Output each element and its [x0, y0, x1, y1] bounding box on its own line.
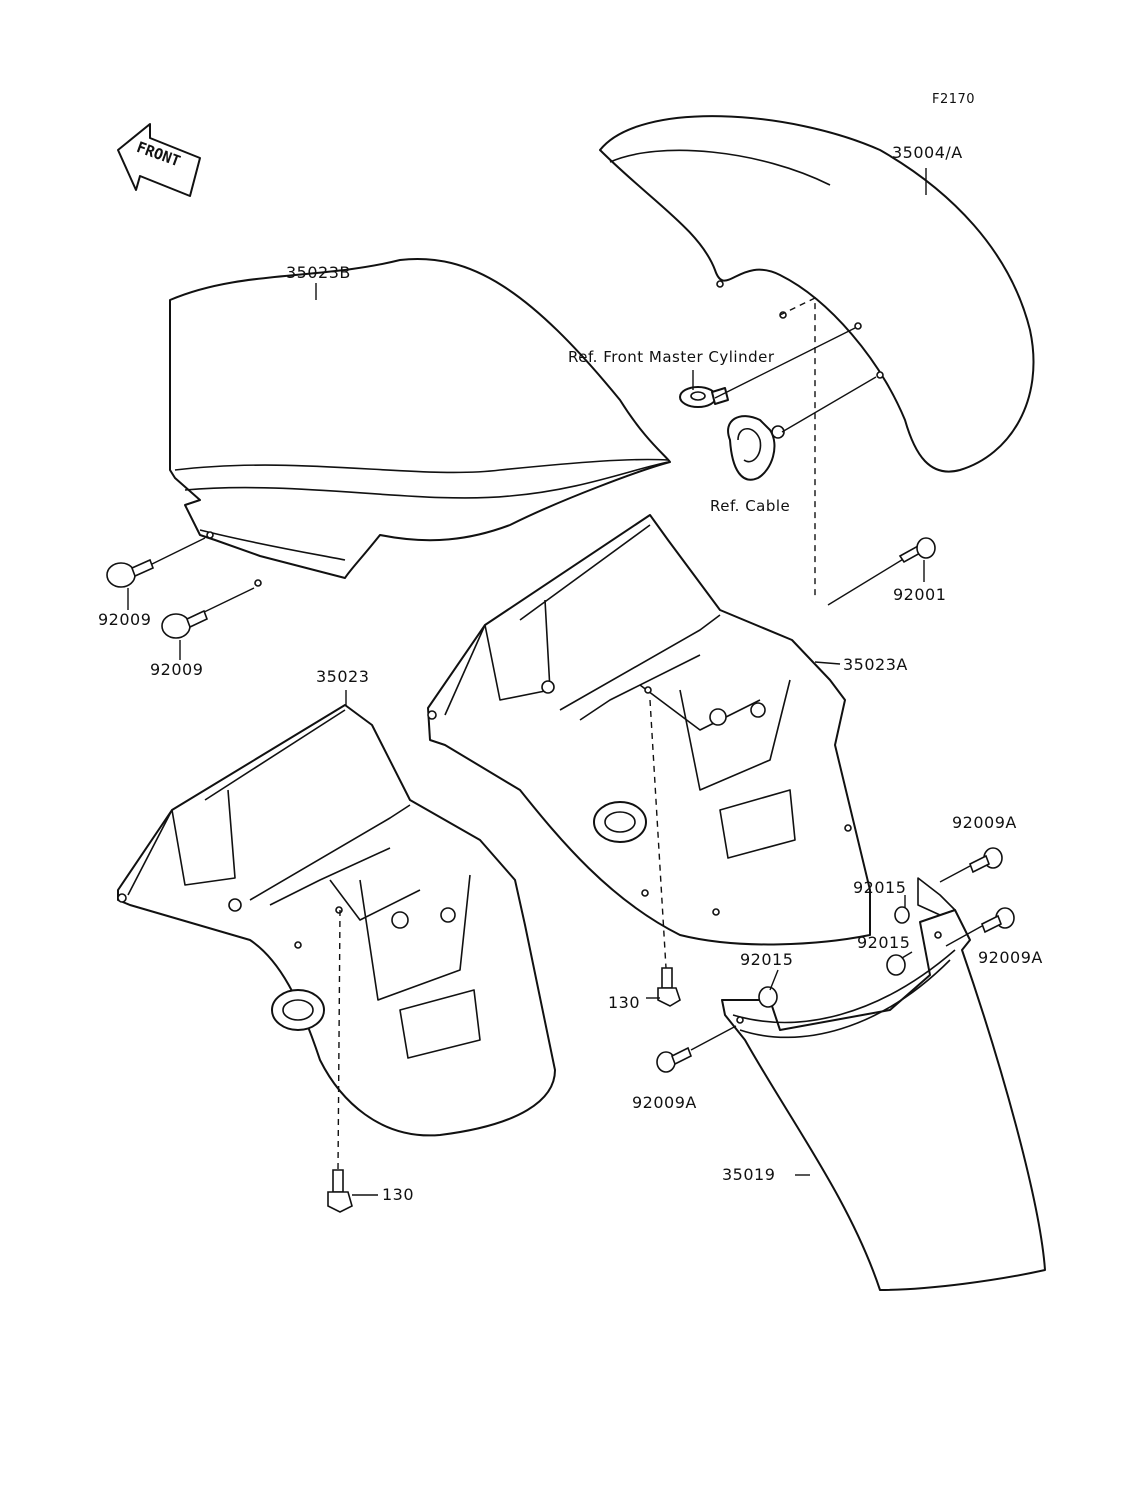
label-92009-lower: 92009 — [150, 660, 204, 679]
front-arrow-icon: FRONT — [117, 123, 201, 197]
screw-92009a-right — [945, 907, 1015, 947]
label-130-bottom: 130 — [382, 1185, 415, 1204]
cable-guide — [727, 415, 785, 481]
label-130-mid: 130 — [608, 993, 641, 1012]
label-92009a-left: 92009A — [632, 1093, 697, 1112]
label-92015-c: 92015 — [857, 933, 911, 952]
label-35023a: 35023A — [843, 655, 908, 674]
screw-92009a-top — [939, 847, 1003, 883]
label-92015-b: 92015 — [853, 878, 907, 897]
label-35023: 35023 — [316, 667, 370, 686]
label-35004a: 35004/A — [892, 143, 963, 162]
nut-92015-b — [894, 895, 910, 924]
screw-92009-upper — [106, 537, 206, 588]
rear-fender-35023 — [117, 690, 556, 1137]
label-92009-upper: 92009 — [98, 610, 152, 629]
screw-92001 — [898, 537, 936, 564]
figure-code: F2170 — [932, 92, 976, 107]
label-92001: 92001 — [893, 585, 947, 604]
front-fender — [599, 115, 1035, 473]
label-35023b: 35023B — [286, 263, 351, 282]
screw-92009-lower — [161, 587, 255, 639]
nut-92015-c — [886, 951, 913, 976]
label-ref-cable: Ref. Cable — [710, 497, 791, 515]
label-ref-front-master-cylinder: Ref. Front Master Cylinder — [568, 348, 775, 366]
rear-fender-cover — [169, 258, 671, 587]
label-35019: 35019 — [722, 1165, 776, 1184]
bolt-130-bottom — [327, 1169, 378, 1213]
bolt-130-mid — [646, 967, 681, 1007]
nut-92015-a — [758, 969, 779, 1008]
master-cylinder-clamp — [679, 386, 729, 408]
rear-fender-35023a — [427, 514, 871, 946]
rear-flap-35019 — [721, 877, 1046, 1291]
label-92009a-top: 92009A — [952, 813, 1017, 832]
screw-92009a-left — [656, 1025, 737, 1073]
label-92009a-right: 92009A — [978, 948, 1043, 967]
label-92015-a: 92015 — [740, 950, 794, 969]
